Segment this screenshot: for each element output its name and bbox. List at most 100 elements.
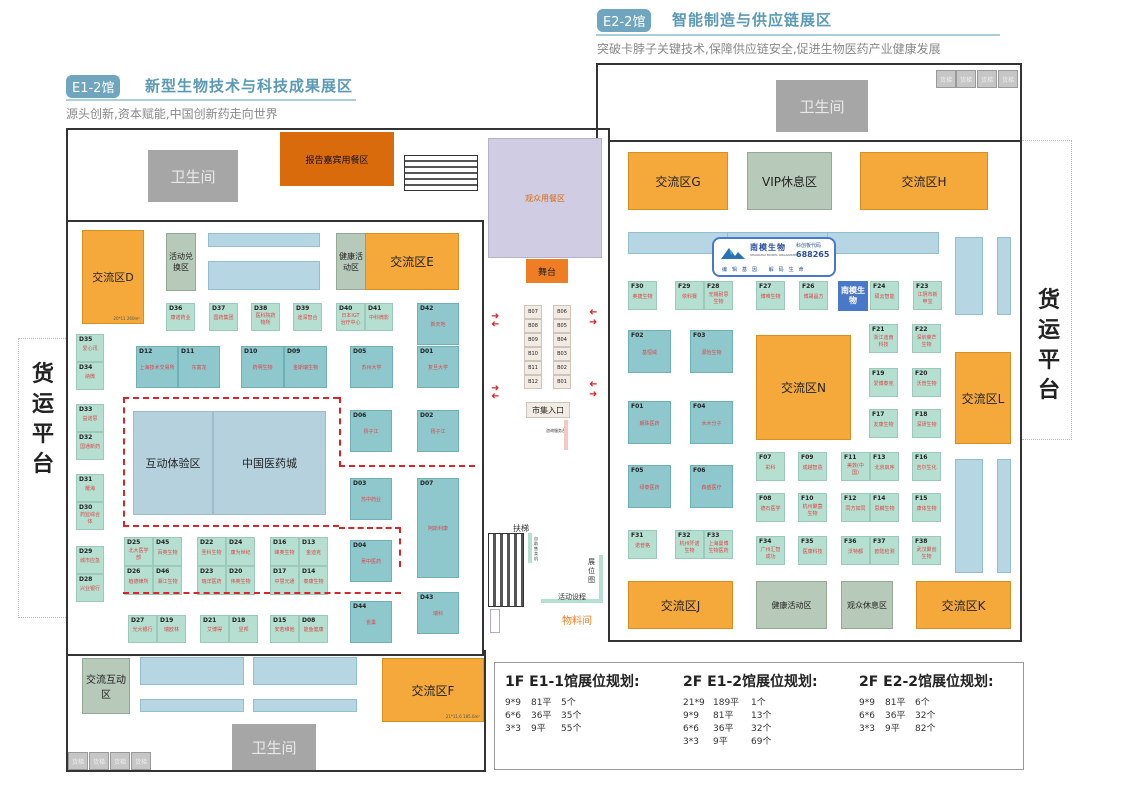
- booth-b07[interactable]: B07: [524, 305, 542, 319]
- booth-b02[interactable]: B02: [553, 361, 571, 375]
- booth-b05[interactable]: B05: [553, 319, 571, 333]
- booth-b01[interactable]: B01: [553, 375, 571, 389]
- booth-b06[interactable]: B06: [553, 305, 571, 319]
- booth-b03[interactable]: B03: [553, 347, 571, 361]
- cargo-lift: 货梯: [936, 70, 956, 88]
- market-entrance[interactable]: 市集入口: [526, 402, 570, 418]
- booth-b09[interactable]: B09: [524, 333, 542, 347]
- sponsor-slogan: 编辑基因 解码生命: [722, 267, 809, 273]
- booth-b12[interactable]: B12: [524, 375, 542, 389]
- booth-b04[interactable]: B04: [553, 333, 571, 347]
- booth-b10[interactable]: B10: [524, 347, 542, 361]
- booth-b11[interactable]: B11: [524, 361, 542, 375]
- restroom-e1-top: 卫生间: [148, 150, 238, 202]
- sponsor-booth[interactable]: 南模生物: [838, 281, 868, 311]
- booth-b08[interactable]: B08: [524, 319, 542, 333]
